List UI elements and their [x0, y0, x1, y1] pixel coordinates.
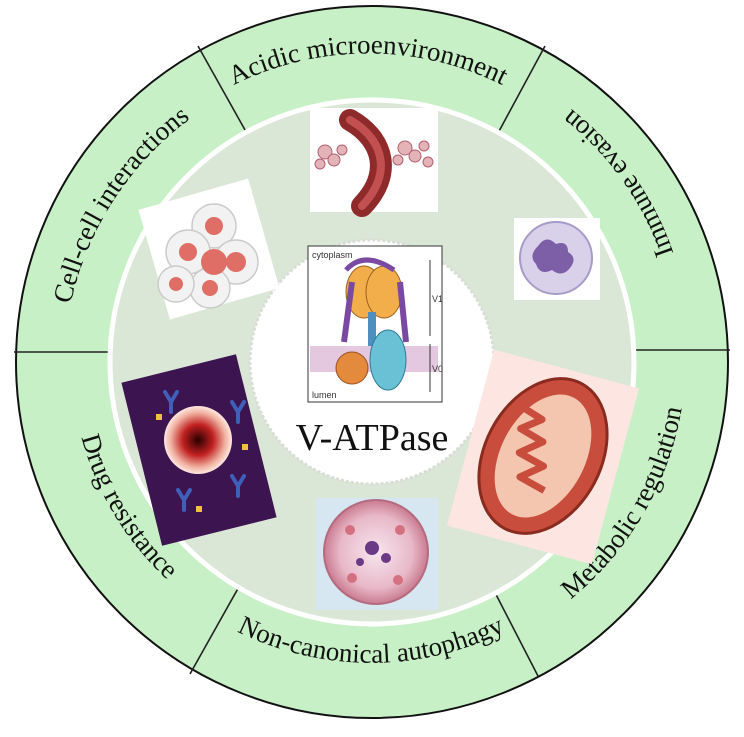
mitochondrion-icon	[447, 349, 639, 565]
immune-cell-icon	[514, 218, 600, 300]
antibody-cell-icon	[121, 354, 277, 546]
v0-label: V0	[432, 364, 443, 374]
cell-cluster-icon	[138, 178, 280, 320]
blood-vessel-icon	[310, 108, 438, 217]
v1-label: V1	[432, 294, 443, 304]
autophagosome-icon	[316, 498, 438, 610]
center-title: V-ATPase	[296, 417, 449, 459]
lumen-label: lumen	[312, 390, 337, 400]
v-atpase-schematic: cytoplasm lumen V1 V0	[307, 245, 443, 403]
cytoplasm-label: cytoplasm	[312, 250, 353, 260]
